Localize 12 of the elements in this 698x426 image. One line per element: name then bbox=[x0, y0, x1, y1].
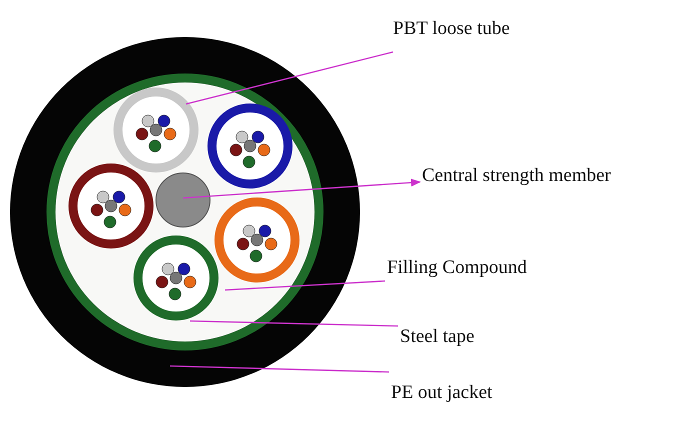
leader-line bbox=[170, 365, 390, 373]
leader-line bbox=[190, 320, 398, 327]
arrow bbox=[182, 178, 421, 199]
part-label: PE out jacket bbox=[391, 382, 492, 404]
leader-line bbox=[186, 51, 394, 105]
jacket-ring bbox=[10, 37, 360, 387]
part-label: Steel tape bbox=[400, 326, 474, 348]
leader-line bbox=[224, 280, 386, 291]
part-label: Central strength member bbox=[422, 165, 611, 187]
part-label: PBT loose tube bbox=[393, 18, 510, 40]
part-label: Filling Compound bbox=[387, 257, 527, 279]
strength-member bbox=[156, 172, 210, 228]
